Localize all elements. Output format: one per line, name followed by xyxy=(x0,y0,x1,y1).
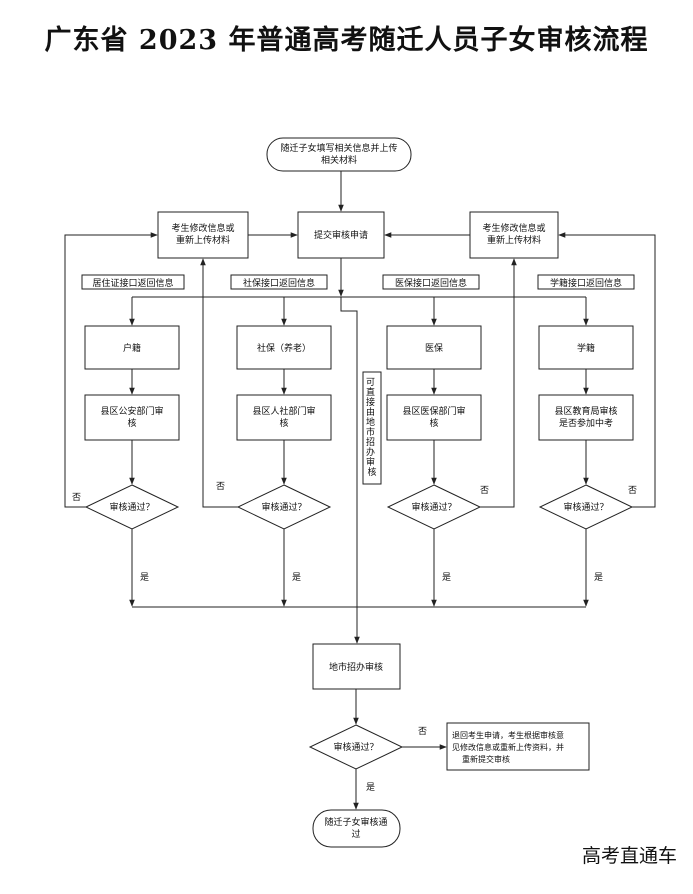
svg-text:地市招办审核: 地市招办审核 xyxy=(329,661,383,673)
svg-text:县区人社部门审核: 县区人社部门审核 xyxy=(252,405,315,429)
svg-text:审核通过？: 审核通过？ xyxy=(411,501,456,513)
no-label: 否 xyxy=(72,492,81,503)
huji-node: 户籍 xyxy=(84,325,180,370)
svg-text:随迁子女填写相关信息并上传相关材料: 随迁子女填写相关信息并上传相关材料 xyxy=(280,142,397,166)
modify-left-node: 考生修改信息或重新上传材料 xyxy=(157,211,249,259)
connectors xyxy=(64,171,656,810)
modify-right-line-2: 重新上传材料 xyxy=(487,234,541,246)
submit-label: 提交审核申请 xyxy=(314,229,368,241)
submit-node: 提交审核申请 xyxy=(297,211,385,259)
svg-text:社保（养老）: 社保（养老） xyxy=(257,342,311,354)
svg-text:审核通过？: 审核通过？ xyxy=(261,501,306,513)
decision-city: 审核通过？ xyxy=(308,724,404,770)
svg-text:审核通过？: 审核通过？ xyxy=(109,501,154,513)
svg-text:医保接口返回信息: 医保接口返回信息 xyxy=(395,277,467,289)
yibao-node: 医保 xyxy=(386,325,482,370)
svg-text:可 直 接 由: 可 直 接 由 地 市 招 办 审 核 xyxy=(366,377,378,478)
svg-text:社保接口返回信息: 社保接口返回信息 xyxy=(243,277,315,289)
decision-xueji: 审核通过？ xyxy=(538,484,634,530)
svg-text:审核通过？: 审核通过？ xyxy=(563,501,608,513)
svg-text:退回考生申请，考生根据审核意 见修改信息或重新上: 退回考生申请，考生根据审核意 见修改信息或重新上传资料，并 重新提交审核 xyxy=(452,730,567,764)
medical-return-label: 医保接口返回信息 xyxy=(382,274,480,290)
yes-label: 是 xyxy=(594,572,603,583)
svg-text:学籍: 学籍 xyxy=(577,342,595,354)
yes-label: 是 xyxy=(140,572,149,583)
decision-shebao: 审核通过？ xyxy=(236,484,332,530)
hr-review-node: 县区人社部门审核 xyxy=(236,394,332,441)
no-label: 否 xyxy=(418,726,427,737)
no-label: 否 xyxy=(628,485,637,496)
medical-review-node: 县区医保部门审核 xyxy=(386,394,482,441)
svg-text:户籍: 户籍 xyxy=(123,342,141,354)
svg-text:学籍接口返回信息: 学籍接口返回信息 xyxy=(550,277,622,289)
yes-label: 是 xyxy=(292,572,301,583)
xueji-node: 学籍 xyxy=(538,325,634,370)
reject-node: 退回考生申请，考生根据审核意 见修改信息或重新上传资料，并 重新提交审核 xyxy=(446,722,590,771)
yes-label: 是 xyxy=(366,782,375,793)
shebao-node: 社保（养老） xyxy=(236,325,332,370)
school-return-label: 学籍接口返回信息 xyxy=(537,274,635,290)
direct-city-label: 可 直 接 由 地 市 招 办 审 核 xyxy=(362,371,382,485)
edu-review-node: 县区教育局审核是否参加中考 xyxy=(538,394,634,441)
modify-left-line-1: 考生修改信息或 xyxy=(171,222,234,234)
start-node: 随迁子女填写相关信息并上传相关材料 xyxy=(266,137,412,172)
residence-return-label: 居住证接口返回信息 xyxy=(81,274,185,290)
end-node: 随迁子女审核通过 xyxy=(312,809,401,848)
decision-huji: 审核通过？ xyxy=(84,484,180,530)
svg-text:随迁子女审核通过: 随迁子女审核通过 xyxy=(324,816,387,840)
modify-left-line-2: 重新上传材料 xyxy=(176,234,230,246)
svg-text:考生修改信息或重新上传材料: 考生修改信息或重新上传材料 xyxy=(482,222,545,246)
start-line-1: 随迁子女填写相关信息并上传 xyxy=(280,142,397,154)
start-line-2: 相关材料 xyxy=(321,154,357,166)
page-title: 广东省 2023 年普通高考随迁人员子女审核流程 xyxy=(44,25,649,56)
police-review-node: 县区公安部门审核 xyxy=(84,394,180,441)
city-review-node: 地市招办审核 xyxy=(312,643,401,690)
branch-labels: 否 否 否 否 是 是 是 是 否 是 xyxy=(72,481,637,793)
svg-text:县区教育局审核是否参加中考: 县区教育局审核是否参加中考 xyxy=(554,405,617,429)
no-label: 否 xyxy=(216,481,225,492)
svg-text:审核通过？: 审核通过？ xyxy=(333,741,378,753)
svg-text:县区公安部门审核: 县区公安部门审核 xyxy=(100,405,163,429)
modify-right-line-1: 考生修改信息或 xyxy=(482,222,545,234)
social-return-label: 社保接口返回信息 xyxy=(230,274,328,290)
yes-label: 是 xyxy=(442,572,451,583)
svg-text:考生修改信息或重新上传材料: 考生修改信息或重新上传材料 xyxy=(171,222,234,246)
no-label: 否 xyxy=(480,485,489,496)
svg-text:居住证接口返回信息: 居住证接口返回信息 xyxy=(92,277,173,289)
decision-yibao: 审核通过？ xyxy=(386,484,482,530)
svg-text:县区医保部门审核: 县区医保部门审核 xyxy=(402,405,465,429)
svg-text:医保: 医保 xyxy=(425,342,443,354)
modify-right-node: 考生修改信息或重新上传材料 xyxy=(469,211,559,259)
watermark: 高考直通车 xyxy=(581,845,677,867)
